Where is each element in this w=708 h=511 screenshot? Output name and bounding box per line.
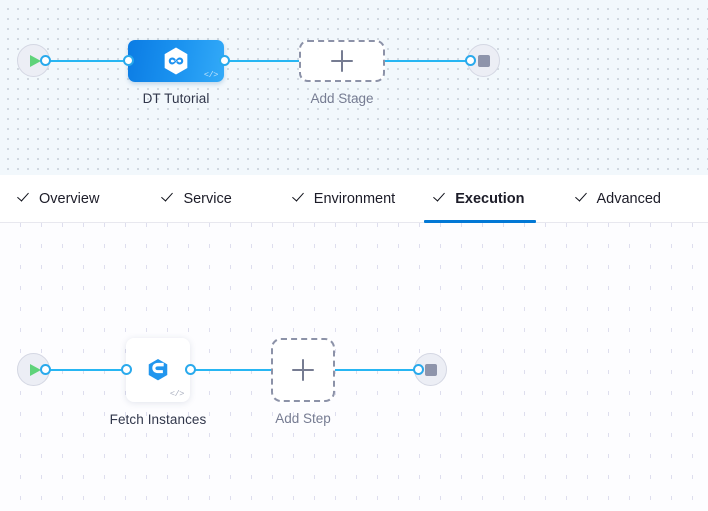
stage-node-input-port[interactable] bbox=[123, 55, 134, 66]
harness-infinity-hexagon-icon bbox=[164, 47, 188, 75]
check-icon bbox=[19, 192, 32, 205]
check-icon bbox=[294, 192, 307, 205]
add-step-label: Add Step bbox=[275, 411, 331, 426]
stage-node-output-port[interactable] bbox=[219, 55, 230, 66]
connector-add-step-to-end bbox=[334, 369, 421, 371]
execution-steps-canvas[interactable]: </> Fetch Instances Add Step bbox=[0, 223, 708, 511]
step-node-input-port[interactable] bbox=[121, 364, 132, 375]
add-stage-label: Add Stage bbox=[310, 91, 374, 106]
pipeline-stage-canvas[interactable]: </> DT Tutorial Add Stage bbox=[0, 0, 708, 175]
tab-overview[interactable]: Overview bbox=[19, 175, 99, 223]
stage-start-port[interactable] bbox=[40, 55, 51, 66]
code-brackets-icon: </> bbox=[169, 388, 185, 399]
add-step-button[interactable] bbox=[271, 338, 335, 402]
canvas-grid bbox=[0, 223, 708, 511]
stop-icon bbox=[424, 363, 437, 376]
tab-execution[interactable]: Execution bbox=[424, 175, 536, 223]
code-brackets-icon: </> bbox=[203, 69, 219, 80]
stage-end-port[interactable] bbox=[465, 55, 476, 66]
stage-node-label: DT Tutorial bbox=[142, 91, 210, 106]
tab-service[interactable]: Service bbox=[163, 175, 231, 223]
stop-icon bbox=[477, 54, 490, 67]
connector-add-stage-to-end bbox=[383, 60, 473, 62]
step-node-output-port[interactable] bbox=[185, 364, 196, 375]
step-node-fetch-instances[interactable]: </> bbox=[126, 338, 190, 402]
elastigroup-e-hexagon-icon bbox=[148, 358, 168, 381]
plus-icon bbox=[292, 359, 314, 381]
connector-start-to-stage bbox=[44, 60, 136, 62]
check-icon bbox=[435, 192, 448, 205]
check-icon bbox=[163, 192, 176, 205]
play-icon bbox=[29, 363, 41, 376]
execution-start-port[interactable] bbox=[40, 364, 51, 375]
stage-node-dt-tutorial[interactable]: </> bbox=[128, 40, 224, 82]
stage-config-tabs: Overview Service Environment Execution A… bbox=[0, 175, 708, 223]
connector-stage-to-add-stage bbox=[214, 60, 306, 62]
execution-end-port[interactable] bbox=[413, 364, 424, 375]
add-stage-button[interactable] bbox=[299, 40, 385, 82]
tab-environment[interactable]: Environment bbox=[294, 175, 395, 223]
step-node-label: Fetch Instances bbox=[109, 412, 207, 427]
connector-step-to-add-step bbox=[190, 369, 274, 371]
plus-icon bbox=[331, 50, 353, 72]
play-icon bbox=[29, 54, 41, 67]
tab-advanced[interactable]: Advanced bbox=[577, 175, 662, 223]
connector-start-to-step bbox=[44, 369, 133, 371]
check-icon bbox=[577, 192, 590, 205]
